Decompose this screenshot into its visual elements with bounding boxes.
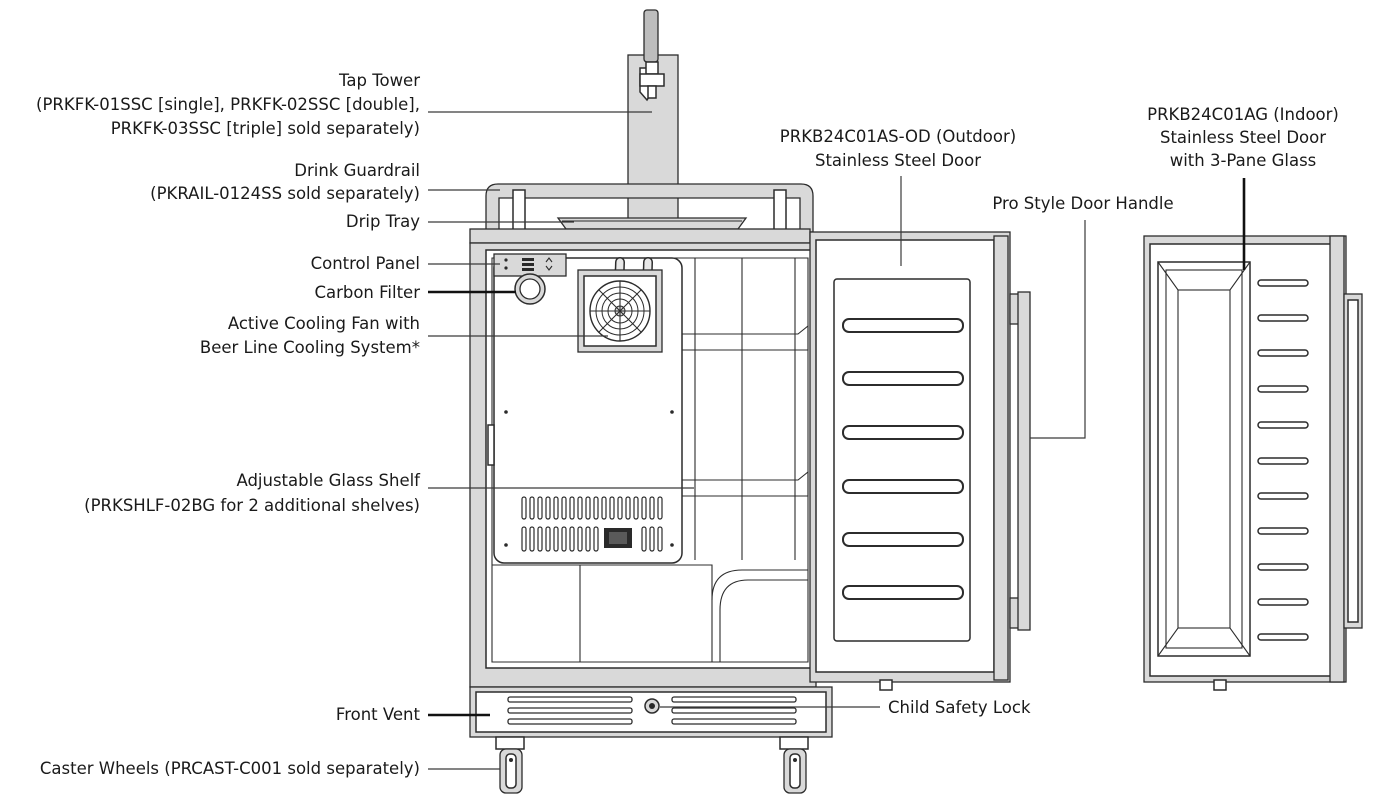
front-vent [469,686,833,738]
outdoor-door [809,231,1011,691]
label-glass-shelf-note: (PRKSHLF-02BG for 2 additional shelves) [84,496,420,515]
indoor-glass-door [1143,235,1363,691]
callout-labels: Tap Tower (PRKFK-01SSC [single], PRKFK-0… [36,71,1339,778]
drink-guardrail [485,183,814,233]
label-drip-tray: Drip Tray [346,212,420,231]
pro-style-door-handle [1009,291,1031,631]
tap-tower [627,9,679,234]
label-control-panel: Control Panel [311,254,420,273]
caster-wheels [495,736,809,794]
label-indoor-door-desc: Stainless Steel Door [1160,128,1326,147]
label-indoor-door-glass: with 3-Pane Glass [1170,151,1317,170]
label-glass-shelf-title: Adjustable Glass Shelf [236,471,421,490]
drip-tray [556,217,748,230]
label-tap-tower-models: (PRKFK-01SSC [single], PRKFK-02SSC [doub… [36,95,420,114]
label-caster-wheels: Caster Wheels (PRCAST-C001 sold separate… [40,759,420,778]
label-tap-tower-note: PRKFK-03SSC [triple] sold separately) [111,119,420,138]
label-front-vent: Front Vent [336,705,421,724]
label-door-handle: Pro Style Door Handle [992,194,1173,213]
label-outdoor-door-model: PRKB24C01AS-OD (Outdoor) [780,127,1016,146]
leader-door-handle [1030,220,1086,439]
label-outdoor-door-desc: Stainless Steel Door [815,151,981,170]
label-tap-tower-title: Tap Tower [338,71,420,90]
label-cooling-fan-title: Active Cooling Fan with [228,314,420,333]
leader-lines [428,111,1246,770]
label-carbon-filter: Carbon Filter [314,283,420,302]
label-cooling-fan-note: Beer Line Cooling System* [200,338,420,357]
label-drink-guardrail-note: (PKRAIL-0124SS sold separately) [150,184,420,203]
label-drink-guardrail-title: Drink Guardrail [294,161,420,180]
label-child-safety-lock: Child Safety Lock [888,698,1031,717]
label-indoor-door-model: PRKB24C01AG (Indoor) [1147,105,1339,124]
cabinet [469,228,817,688]
